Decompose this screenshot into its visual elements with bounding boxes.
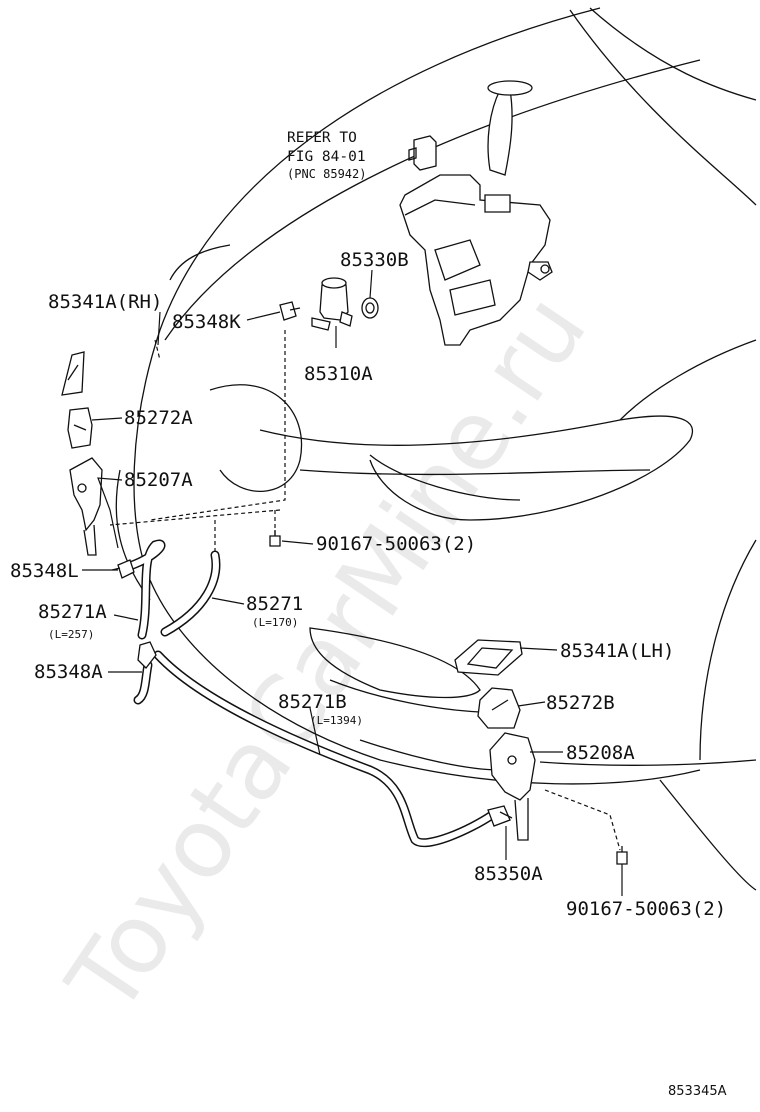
- label-85330B: 85330B: [340, 249, 409, 271]
- watermark-text: ToyotaCarMine.ru: [46, 275, 608, 1034]
- cover-rh-icon: [61, 351, 85, 396]
- hose-85271a: [125, 539, 166, 640]
- joint-85348l-icon: [111, 559, 135, 579]
- label-85271: 85271: [246, 593, 303, 615]
- hose-85348a-branch: [133, 660, 153, 705]
- nozzle-85208a-icon: [489, 732, 536, 841]
- joint-85348k-icon: [279, 301, 301, 321]
- connector-85942-icon: [408, 135, 437, 171]
- bolt-top-icon: [269, 530, 281, 547]
- label-85272A: 85272A: [124, 407, 193, 429]
- label-85350A: 85350A: [474, 863, 543, 885]
- label-90167-bottom: 90167-50063(2): [566, 898, 726, 920]
- label-85271B: 85271B: [278, 691, 347, 713]
- bracket-85272b-icon: [477, 687, 521, 729]
- label-85348L: 85348L: [10, 560, 79, 582]
- washer-tank: [399, 80, 553, 346]
- label-85207A: 85207A: [124, 469, 193, 491]
- label-85208A: 85208A: [566, 742, 635, 764]
- hose-85271b: [153, 650, 497, 848]
- label-85341A-lh: 85341A(LH): [560, 640, 674, 662]
- label-85348A: 85348A: [34, 661, 103, 683]
- nozzle-85207a-icon: [69, 457, 103, 556]
- assembly-lines: [109, 179, 621, 851]
- label-85271B-length: (L=1394): [310, 714, 363, 727]
- refer-line2: FIG 84-01: [287, 149, 366, 165]
- label-85341A-rh: 85341A(RH): [48, 291, 162, 313]
- leader-lines: [82, 269, 623, 896]
- washer-pump-icon: [311, 277, 353, 331]
- label-90167-top: 90167-50063(2): [316, 533, 476, 555]
- label-85310A: 85310A: [304, 363, 373, 385]
- hose-85271: [160, 550, 221, 637]
- label-85271A-length: (L=257): [48, 628, 94, 641]
- figure-id: 853345A: [668, 1084, 727, 1099]
- label-85272B: 85272B: [546, 692, 615, 714]
- refer-line1: REFER TO: [287, 130, 357, 146]
- label-85271A: 85271A: [38, 601, 107, 623]
- refer-line3: (PNC 85942): [287, 167, 366, 181]
- grommet-icon: [361, 297, 379, 319]
- bolt-bottom-icon: [616, 846, 628, 865]
- label-85271-length: (L=170): [252, 616, 298, 629]
- joint-85348a-icon: [137, 641, 157, 669]
- car-body-outline: [115, 7, 757, 891]
- label-85348K: 85348K: [172, 311, 241, 333]
- bracket-85272a-icon: [67, 407, 93, 449]
- cover-lh-icon: [454, 639, 523, 676]
- joint-85350a-icon: [487, 805, 513, 827]
